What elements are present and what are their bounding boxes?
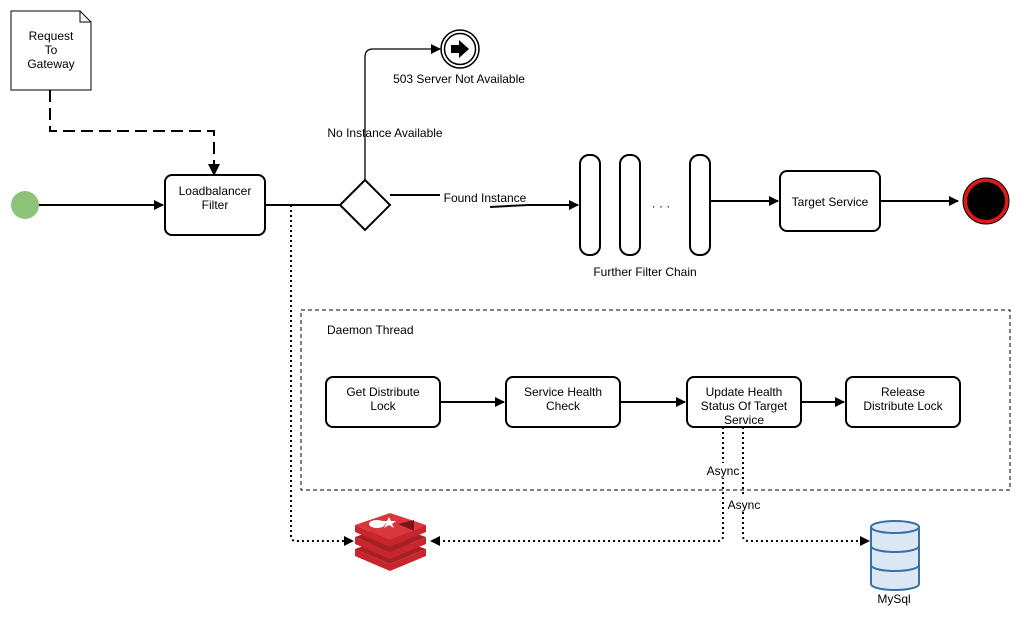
- release-lock-line-1: Release: [881, 385, 925, 399]
- request-line-3: Gateway: [27, 57, 74, 71]
- found-instance-label: Found Instance: [444, 191, 527, 205]
- health-check-line-1: Service Health: [524, 385, 602, 399]
- target-service-label: Target Service: [792, 195, 869, 209]
- update-health-line-1: Update Health: [706, 385, 783, 399]
- lb-to-redis-connector: [290, 205, 350, 542]
- mysql-label: MySql: [877, 592, 910, 606]
- request-line-1: Request: [29, 29, 74, 43]
- release-lock-line-2: Distribute Lock: [863, 399, 943, 413]
- release-lock-box: Release Distribute Lock: [845, 376, 961, 428]
- get-lock-box: Get Distribute Lock: [325, 376, 441, 428]
- daemon-thread-label: Daemon Thread: [327, 323, 414, 337]
- no-instance-label: No Instance Available: [327, 126, 443, 140]
- filter-pill-1: [579, 154, 601, 256]
- update-to-mysql-connector: [742, 427, 862, 542]
- server-not-available-label: 503 Server Not Available: [393, 72, 525, 86]
- target-service-box: Target Service: [779, 170, 881, 232]
- request-note: Request To Gateway: [10, 10, 92, 91]
- daemon-thread-group: [300, 309, 1011, 491]
- update-health-line-3: Service: [724, 413, 764, 427]
- request-connector: [49, 90, 215, 166]
- redis-icon: [355, 513, 426, 571]
- further-filter-chain-label: Further Filter Chain: [593, 265, 696, 279]
- async-redis-bg: [705, 463, 743, 478]
- filter-pill-2: [619, 154, 641, 256]
- decision-gateway: [338, 178, 392, 232]
- database-icon: [870, 520, 920, 591]
- end-event-outline: [962, 177, 1010, 225]
- arrow-right-icon: [451, 40, 469, 58]
- start-event: [11, 191, 39, 219]
- filter-pill-3: [689, 154, 711, 256]
- update-mysql-arrowhead: [860, 536, 870, 546]
- health-check-line-2: Check: [546, 399, 581, 413]
- request-arrowhead: [208, 164, 220, 176]
- async-redis-label: Async: [707, 464, 740, 478]
- loadbalancer-line-2: Filter: [202, 198, 229, 212]
- update-to-redis-connector: [434, 427, 724, 542]
- async-mysql-label: Async: [728, 498, 761, 512]
- no-instance-connector: [364, 44, 441, 180]
- get-lock-line-2: Lock: [370, 399, 396, 413]
- server-not-available-event: [440, 29, 480, 69]
- get-lock-line-1: Get Distribute: [346, 385, 420, 399]
- lb-redis-arrowhead: [344, 536, 354, 546]
- health-check-box: Service Health Check: [505, 376, 621, 428]
- update-health-line-2: Status Of Target: [701, 399, 788, 413]
- end-event-core: [967, 182, 1005, 220]
- request-line-2: To: [45, 43, 58, 57]
- found-instance-connector-c: [489, 204, 529, 208]
- update-health-box: Update Health Status Of Target Service: [686, 376, 802, 428]
- loadbalancer-filter-box: Loadbalancer Filter: [164, 174, 266, 236]
- async-mysql-bg: [725, 497, 763, 512]
- loadbalancer-line-1: Loadbalancer: [179, 184, 252, 198]
- update-redis-arrowhead: [430, 536, 440, 546]
- filter-ellipsis: · · ·: [652, 199, 671, 213]
